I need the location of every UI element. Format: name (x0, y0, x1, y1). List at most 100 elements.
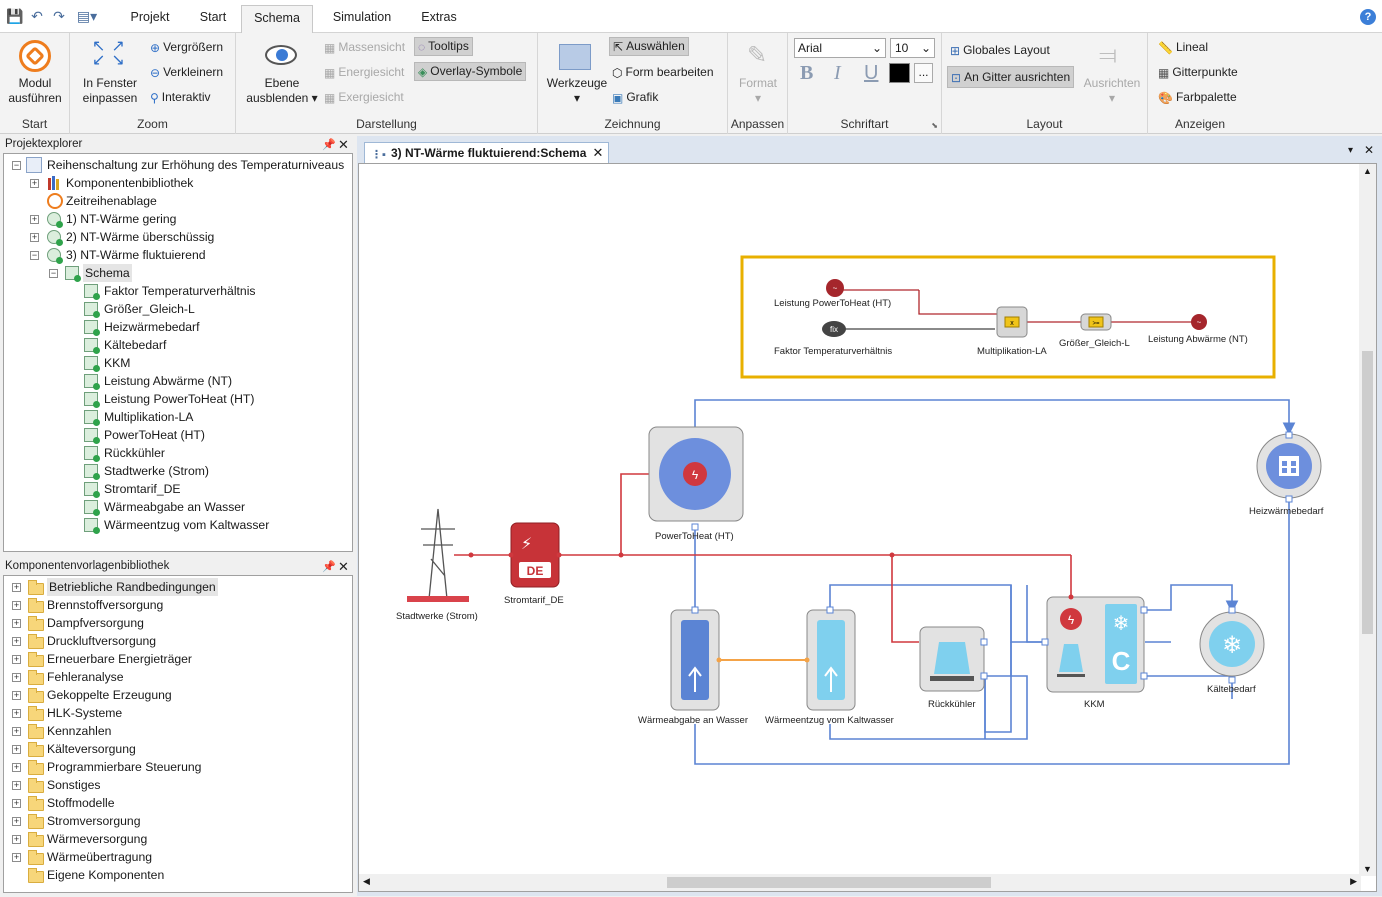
tree-item-schema-component[interactable]: Kältebedarf (104, 338, 167, 352)
heat-release-block[interactable] (670, 609, 720, 711)
expand-toggle[interactable]: + (12, 636, 21, 646)
tree-item-schema-component[interactable]: Heizwärmebedarf (104, 320, 200, 334)
expand-toggle[interactable]: + (12, 582, 21, 592)
expand-toggle[interactable]: + (12, 834, 21, 844)
expand-toggle[interactable]: + (12, 654, 21, 664)
select-button[interactable]: ⇱Auswählen (609, 37, 689, 56)
library-folder[interactable]: Druckluftversorgung (47, 634, 157, 648)
tree-item-schema-component[interactable]: Leistung Abwärme (NT) (104, 374, 233, 388)
tab-simulation[interactable]: Simulation (332, 10, 392, 24)
tools-shape-icon[interactable] (559, 44, 591, 70)
horizontal-scroll-thumb[interactable] (667, 877, 991, 888)
zoom-out-button[interactable]: ⊖Verkleinern (150, 65, 224, 80)
close-document-icon[interactable]: ✕ (1364, 143, 1375, 157)
chiller-block[interactable]: ϟ ❄ C (1046, 596, 1145, 693)
power-pylon-icon[interactable] (407, 508, 469, 602)
library-folder[interactable]: Gekoppelte Erzeugung (47, 688, 172, 702)
fix-value-icon[interactable] (822, 321, 846, 337)
library-folder[interactable]: Programmierbare Steuerung (47, 760, 202, 774)
heating-demand-block[interactable] (1256, 433, 1322, 499)
library-folder[interactable]: Wärmeübertragung (47, 850, 152, 864)
library-folder[interactable]: Erneuerbare Energieträger (47, 652, 192, 666)
font-size-select[interactable]: 10⌄ (890, 38, 935, 58)
font-select[interactable]: Arial⌄ (794, 38, 886, 58)
ruler-button[interactable]: 📏Lineal (1158, 40, 1208, 55)
library-folder[interactable]: Wärmeversorgung (47, 832, 148, 846)
tree-item-schema-component[interactable]: Stadtwerke (Strom) (104, 464, 209, 478)
overlay-symbols-button[interactable]: ◈Overlay-Symbole (414, 62, 527, 81)
tree-item-komponentenbibliothek[interactable]: Komponentenbibliothek (66, 176, 194, 190)
expand-toggle[interactable]: + (12, 780, 21, 790)
tree-item-variant-1[interactable]: 1) NT-Wärme gering (66, 212, 177, 226)
tree-item-schema-component[interactable]: Rückkühler (104, 446, 165, 460)
tree-item-variant-3[interactable]: 3) NT-Wärme fluktuierend (66, 248, 206, 262)
tree-item-schema-component[interactable]: Wärmeabgabe an Wasser (104, 500, 246, 514)
tab-schema[interactable]: Schema (241, 5, 313, 34)
expand-toggle[interactable]: + (12, 816, 21, 826)
expand-toggle[interactable]: + (12, 618, 21, 628)
expand-toggle[interactable]: + (12, 762, 21, 772)
tree-item-schema-component[interactable]: Faktor Temperaturverhältnis (104, 284, 256, 298)
massensicht-button[interactable]: ▦Massensicht (324, 40, 406, 55)
library-folder[interactable]: Sonstiges (47, 778, 101, 792)
bold-button[interactable]: B (800, 62, 814, 84)
energiesicht-button[interactable]: ▦Energiesicht (324, 65, 405, 80)
zoom-in-button[interactable]: ⊕Vergrößern (150, 40, 224, 55)
global-layout-button[interactable]: ⊞Globales Layout (950, 43, 1050, 58)
collapse-toggle[interactable]: − (49, 268, 58, 278)
vertical-scroll-thumb[interactable] (1362, 351, 1373, 634)
underline-button[interactable]: U (864, 62, 879, 84)
power-to-heat-block[interactable]: ϟ (648, 426, 744, 522)
tree-item-schema-component[interactable]: Multiplikation-LA (104, 410, 194, 424)
edit-shape-button[interactable]: ⬡Form bearbeiten (612, 65, 714, 80)
library-folder[interactable]: Fehleranalyse (47, 670, 124, 684)
close-tab-icon[interactable]: ✕ (592, 145, 604, 160)
scroll-right-icon[interactable]: ▶ (1350, 876, 1357, 886)
tree-item-schema-component[interactable]: Stromtarif_DE (104, 482, 181, 496)
library-folder[interactable]: Dampfversorgung (47, 616, 144, 630)
format-button[interactable]: Format▾ (738, 76, 777, 105)
library-folder[interactable]: Eigene Komponenten (47, 868, 165, 882)
collapse-toggle[interactable]: − (30, 250, 39, 260)
schema-canvas[interactable]: ~ Leistung PowerToHeat (HT) fix Faktor T… (358, 163, 1377, 892)
library-folder[interactable]: Kälteversorgung (47, 742, 136, 756)
expand-toggle[interactable]: + (12, 600, 21, 610)
power-sink-icon[interactable] (1191, 314, 1207, 330)
gridpoints-button[interactable]: ▦Gitterpunkte (1158, 65, 1238, 80)
tooltips-button[interactable]: ◌Tooltips (414, 37, 473, 56)
close-icon[interactable]: ✕ (338, 137, 349, 152)
library-folder[interactable]: Stromversorgung (47, 814, 141, 828)
scroll-left-icon[interactable]: ◀ (363, 876, 370, 886)
tree-item-schema-component[interactable]: Größer_Gleich-L (104, 302, 195, 316)
scroll-up-icon[interactable]: ▲ (1363, 166, 1372, 176)
redo-icon[interactable]: ↷ (53, 8, 65, 24)
tree-item-schema-component[interactable]: Wärmeentzug vom Kaltwasser (104, 518, 270, 532)
library-folder[interactable]: Stoffmodelle (47, 796, 115, 810)
tab-projekt[interactable]: Projekt (130, 10, 170, 24)
expand-toggle[interactable]: + (12, 744, 21, 754)
exergiesicht-button[interactable]: ▦Exergiesicht (324, 90, 404, 105)
horizontal-scrollbar[interactable]: ◀ ▶ (359, 874, 1361, 891)
expand-toggle[interactable]: + (12, 708, 21, 718)
library-folder[interactable]: Betriebliche Randbedingungen (47, 578, 218, 596)
font-more-button[interactable]: ... (914, 63, 933, 83)
snap-grid-button[interactable]: ⊡An Gitter ausrichten (947, 66, 1075, 88)
dialog-launcher-icon[interactable]: ⬊ (931, 121, 938, 130)
power-source-icon[interactable] (826, 279, 844, 297)
customize-toolbar-icon[interactable]: ▤▾ (76, 8, 98, 24)
expand-toggle[interactable]: + (12, 852, 21, 862)
italic-button[interactable]: I (834, 62, 841, 84)
tree-item-root[interactable]: Reihenschaltung zur Erhöhung des Tempera… (47, 158, 345, 172)
collapse-toggle[interactable]: − (12, 160, 21, 170)
tree-item-zeitreihenablage[interactable]: Zeitreihenablage (66, 194, 157, 208)
tree-item-schema-component[interactable]: Leistung PowerToHeat (HT) (104, 392, 255, 406)
expand-toggle[interactable]: + (30, 214, 39, 224)
tab-list-icon[interactable]: ▾ (1348, 145, 1354, 156)
interactive-zoom-button[interactable]: ⚲Interaktiv (150, 90, 211, 105)
scroll-down-icon[interactable]: ▼ (1363, 864, 1372, 874)
heat-extraction-block[interactable] (806, 609, 856, 711)
run-module-icon[interactable] (19, 40, 51, 72)
